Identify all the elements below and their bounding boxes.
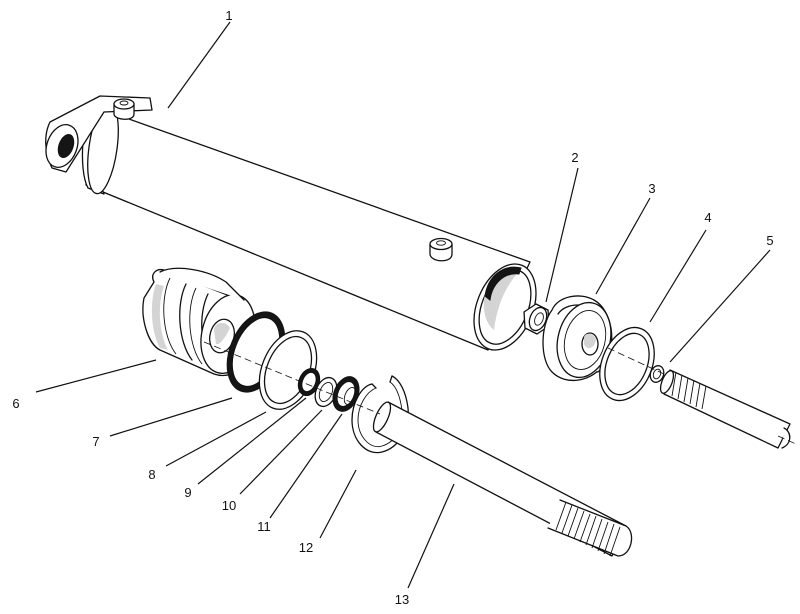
callout-1: 1 bbox=[225, 8, 232, 23]
callout-8: 8 bbox=[148, 467, 155, 482]
leader-6 bbox=[35, 359, 157, 393]
part-2-nut bbox=[523, 303, 550, 335]
leader-lines bbox=[35, 21, 771, 589]
leader-13 bbox=[407, 483, 455, 589]
callout-7: 7 bbox=[92, 434, 99, 449]
callout-4: 4 bbox=[704, 210, 711, 225]
callout-3: 3 bbox=[648, 181, 655, 196]
callout-labels: 1 2 3 4 5 6 7 8 9 10 11 12 13 bbox=[12, 8, 773, 607]
part-1-cylinder-barrel bbox=[45, 95, 537, 351]
leader-9 bbox=[197, 397, 307, 485]
leader-4 bbox=[649, 229, 707, 323]
part-3-piston bbox=[542, 295, 613, 382]
callout-10: 10 bbox=[222, 498, 236, 513]
callout-5: 5 bbox=[766, 233, 773, 248]
piston-rod-end bbox=[659, 369, 791, 449]
callout-6: 6 bbox=[12, 396, 19, 411]
callout-11: 11 bbox=[257, 519, 271, 534]
leader-8 bbox=[165, 411, 267, 467]
leader-7 bbox=[109, 397, 233, 437]
part-9-small-o-ring bbox=[297, 367, 321, 397]
leader-10 bbox=[239, 409, 323, 495]
leader-12 bbox=[319, 469, 357, 539]
callout-2: 2 bbox=[571, 150, 578, 165]
part-5-small-o-ring bbox=[649, 365, 665, 383]
leader-2 bbox=[545, 167, 579, 303]
leader-5 bbox=[669, 249, 771, 363]
callout-9: 9 bbox=[184, 485, 191, 500]
callout-13: 13 bbox=[395, 592, 409, 607]
leader-3 bbox=[595, 197, 651, 295]
callout-12: 12 bbox=[299, 540, 313, 555]
part-13-piston-rod bbox=[372, 401, 633, 557]
part-6-rod-gland bbox=[142, 267, 256, 377]
assembly-axis bbox=[203, 341, 797, 445]
leader-1 bbox=[167, 21, 231, 109]
leader-11 bbox=[269, 413, 343, 519]
